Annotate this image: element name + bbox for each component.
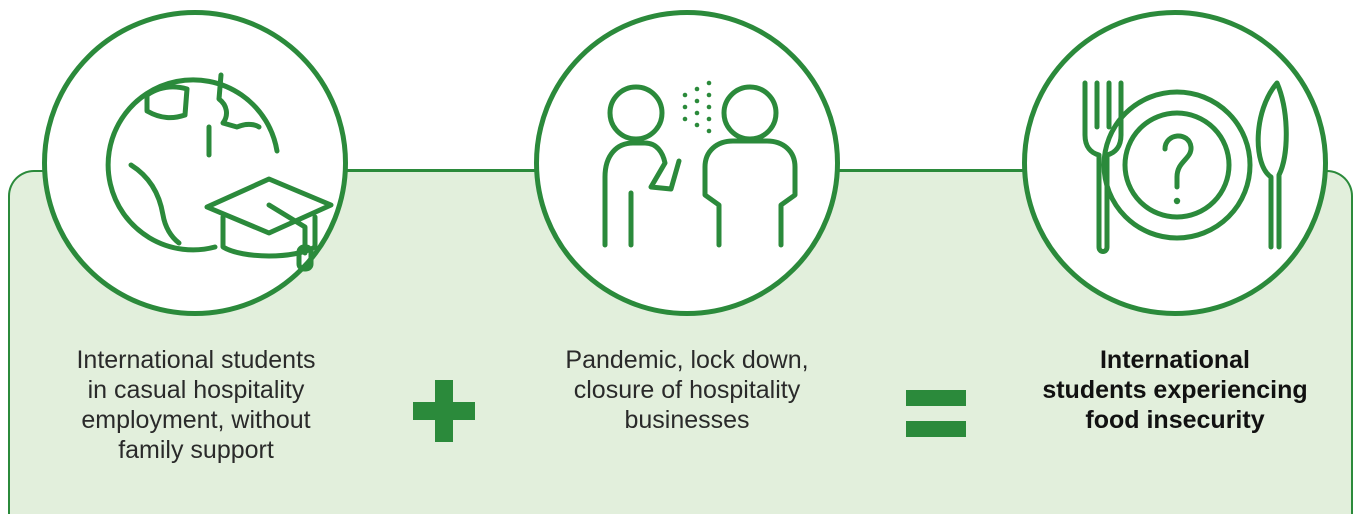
connector-line-right — [835, 169, 1035, 172]
caption-line: food insecurity — [1085, 406, 1265, 434]
people-cough-icon — [602, 80, 798, 248]
caption-pandemic: Pandemic, lock down, closure of hospital… — [527, 345, 847, 435]
plate-question-circle — [1022, 10, 1328, 316]
cough-droplets — [682, 80, 712, 134]
caption-food-insecurity: International students experiencing food… — [995, 345, 1355, 435]
caption-line: businesses — [624, 406, 750, 434]
caption-line: students experiencing — [1042, 376, 1308, 404]
plate-question-icon — [1082, 80, 1289, 254]
caption-line: International — [1099, 346, 1250, 374]
caption-line: in casual hospitality — [87, 376, 305, 404]
globe-graduation-cap-circle — [42, 10, 348, 316]
globe-graduation-cap-icon — [105, 72, 334, 272]
caption-line: International students — [76, 346, 316, 374]
caption-line: employment, without — [81, 406, 311, 434]
caption-line: closure of hospitality — [573, 376, 801, 404]
connector-line-left — [345, 169, 545, 172]
equals-icon — [906, 390, 966, 437]
caption-international-students: International students in casual hospita… — [36, 345, 356, 465]
caption-line: Pandemic, lock down, — [565, 346, 809, 374]
people-cough-circle — [534, 10, 840, 316]
plus-icon — [413, 380, 475, 442]
caption-line: family support — [118, 436, 274, 464]
